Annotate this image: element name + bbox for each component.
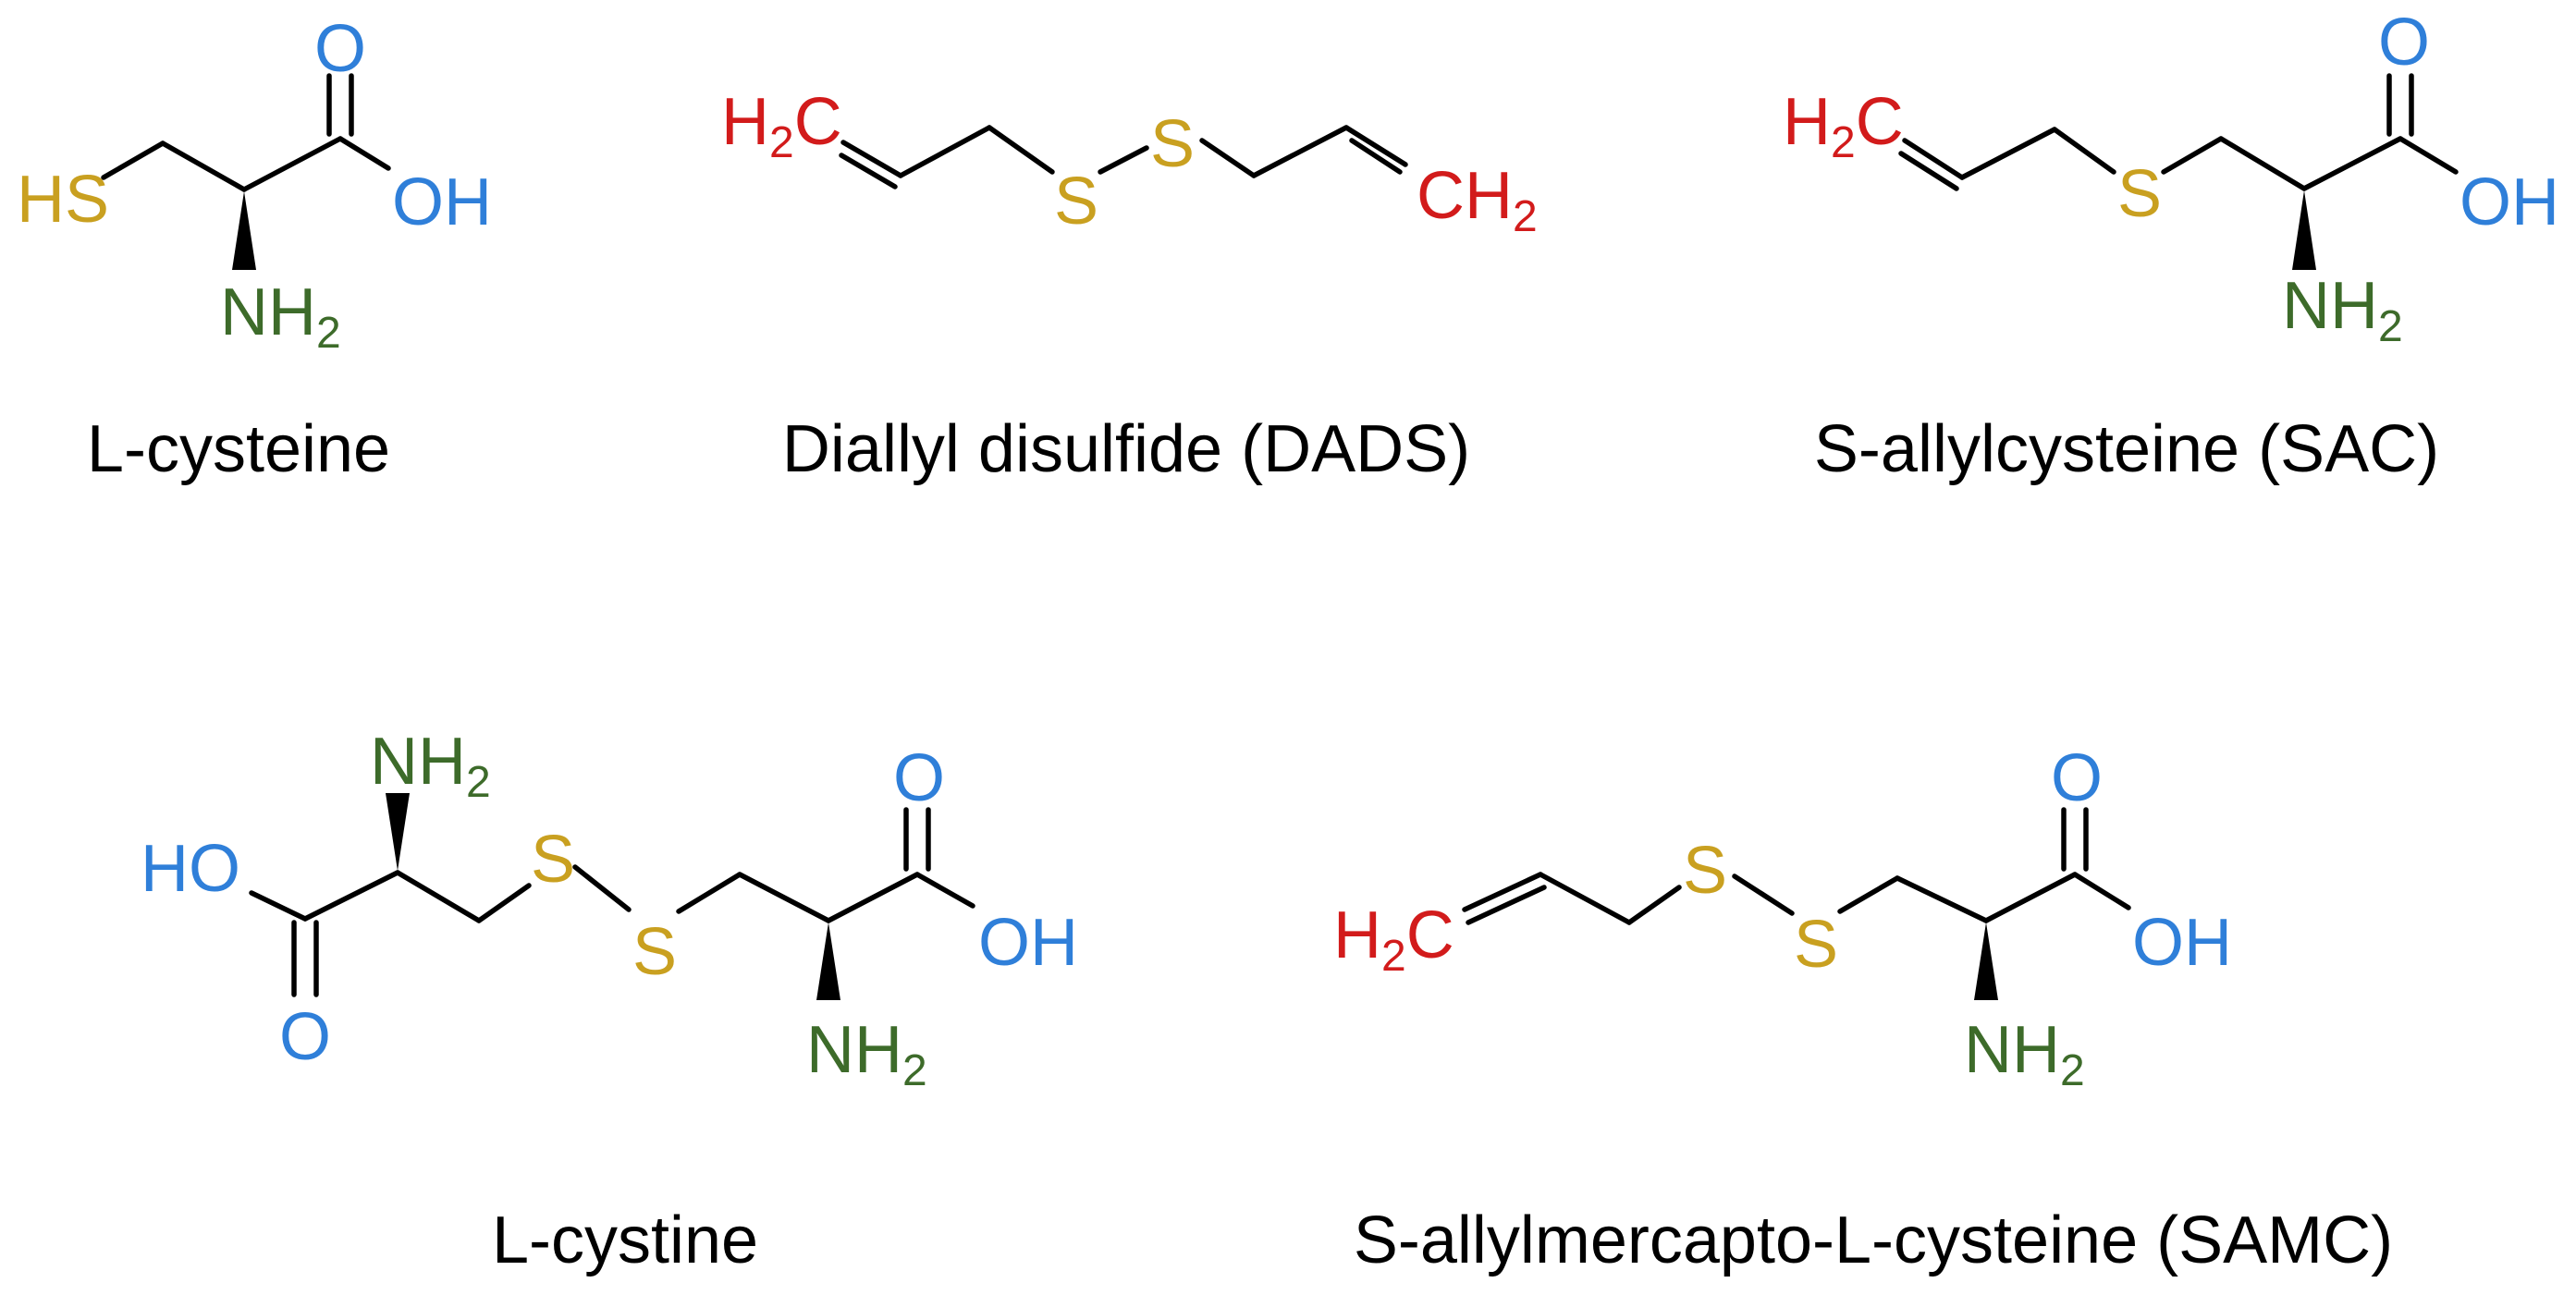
bonds bbox=[1898, 73, 2459, 191]
stereo-wedge bbox=[2292, 190, 2316, 270]
molecule-name: S-allylmercapto-L-cysteine (SAMC) bbox=[1354, 1203, 2393, 1277]
molecule-name: L-cystine bbox=[492, 1203, 758, 1277]
molecule-sac: H2C S O OH NH2 S-allylcysteine (SAC) bbox=[1783, 6, 2559, 486]
molecule-l-cystine: NH2 HO O S S O OH NH2 L-cystine bbox=[141, 725, 1078, 1277]
bonds bbox=[101, 73, 391, 192]
atom-o: O bbox=[279, 1000, 331, 1074]
atom-ch2: CH2 bbox=[1417, 159, 1538, 241]
molecule-samc: H2C S S O OH NH2 S-allylmercapto-L-cyste… bbox=[1333, 741, 2393, 1277]
atom-s: S bbox=[632, 915, 677, 989]
atom-s: S bbox=[531, 823, 575, 897]
atom-h2c: H2C bbox=[721, 85, 842, 167]
stereo-wedge bbox=[1974, 922, 1998, 1000]
atom-s: S bbox=[1683, 834, 1727, 908]
bonds bbox=[249, 807, 975, 997]
atom-s: S bbox=[1054, 165, 1098, 238]
molecule-name: Diallyl disulfide (DADS) bbox=[782, 412, 1470, 486]
molecule-name: S-allylcysteine (SAC) bbox=[1814, 412, 2439, 486]
atom-o: O bbox=[314, 12, 366, 86]
atom-h2c: H2C bbox=[1333, 898, 1454, 981]
molecule-l-cysteine: HS O OH NH2 L-cysteine bbox=[17, 12, 492, 486]
bonds bbox=[839, 125, 1408, 189]
stereo-wedge bbox=[232, 191, 256, 270]
atom-s: S bbox=[1794, 908, 1838, 982]
atom-oh: OH bbox=[2132, 906, 2232, 980]
stereo-wedge bbox=[816, 922, 840, 1000]
molecule-name: L-cysteine bbox=[87, 412, 390, 486]
atom-ho: HO bbox=[141, 832, 240, 906]
atom-s: S bbox=[2117, 157, 2162, 231]
atom-s: S bbox=[1150, 107, 1195, 181]
atom-nh2: NH2 bbox=[370, 725, 491, 807]
atom-o: O bbox=[893, 741, 945, 815]
atom-oh: OH bbox=[392, 165, 492, 239]
atom-oh: OH bbox=[978, 906, 1078, 980]
atom-h2c: H2C bbox=[1783, 85, 1904, 167]
atom-nh2: NH2 bbox=[1964, 1013, 2085, 1095]
atom-nh2: NH2 bbox=[220, 275, 341, 358]
stereo-wedge bbox=[386, 793, 410, 871]
atom-nh2: NH2 bbox=[2282, 269, 2403, 351]
atom-o: O bbox=[2378, 6, 2430, 79]
atom-sh: HS bbox=[17, 163, 109, 237]
atom-nh2: NH2 bbox=[806, 1013, 927, 1095]
atom-oh: OH bbox=[2459, 165, 2559, 239]
bonds bbox=[1462, 807, 2131, 925]
atom-o: O bbox=[2051, 741, 2103, 815]
molecule-dads: H2C S S CH2 Diallyl disulfide (DADS) bbox=[721, 85, 1538, 486]
